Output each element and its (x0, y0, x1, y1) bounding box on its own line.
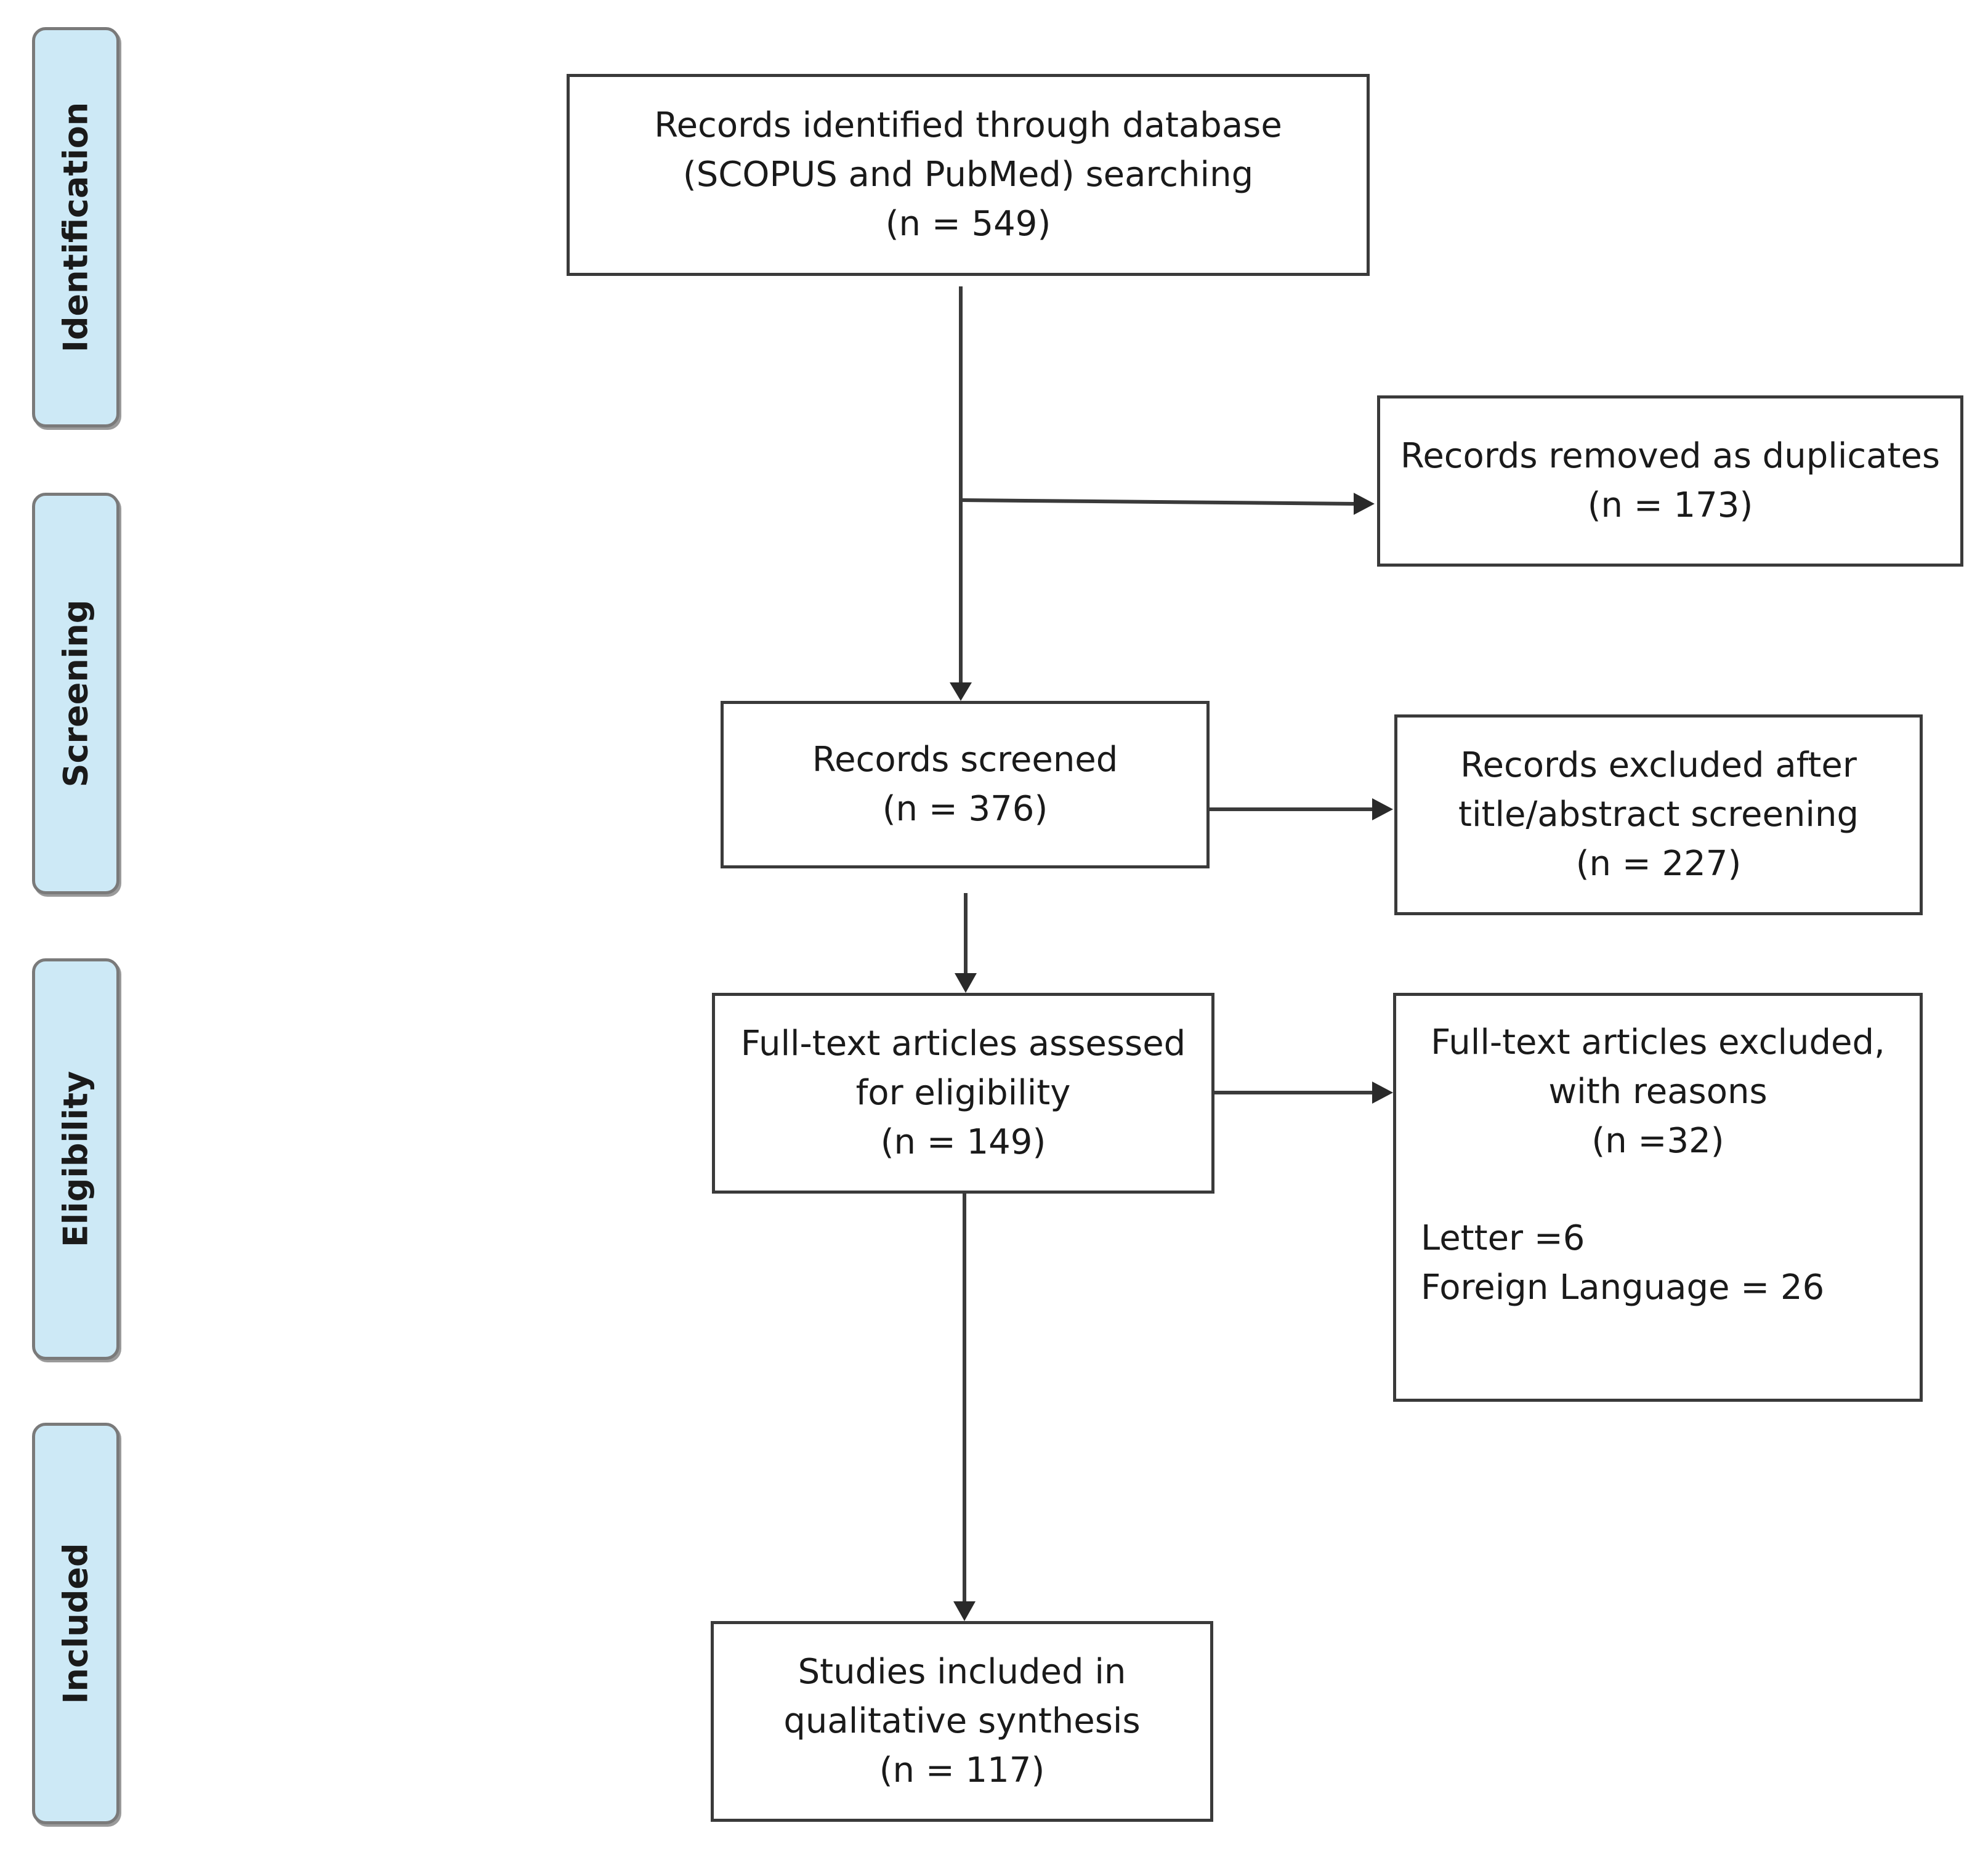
duplicates-count: (n = 173) (1587, 485, 1753, 525)
excluded-screening-count: (n = 227) (1575, 844, 1742, 884)
arrowhead-excluded-fulltext (1372, 1082, 1393, 1104)
arrowhead-included (953, 1601, 976, 1621)
included-line1: Studies included in (798, 1652, 1126, 1692)
screened-line1: Records screened (812, 740, 1118, 780)
box-excluded-screening: Records excluded after title/abstract sc… (1394, 714, 1923, 915)
included-line2: qualitative synthesis (783, 1701, 1141, 1741)
excluded-fulltext-count: (n =32) (1591, 1121, 1724, 1161)
excluded-fulltext-line1: Full-text articles excluded, (1431, 1022, 1885, 1062)
fulltext-line2: for eligibility (855, 1073, 1071, 1113)
fulltext-line1: Full-text articles assessed (740, 1024, 1186, 1064)
stage-identification: Identification (32, 27, 119, 427)
reason-letter: Letter =6 (1421, 1218, 1585, 1258)
arrowhead-excluded-screening (1372, 798, 1393, 820)
stage-included: Included (32, 1423, 119, 1824)
box-fulltext-assessed: Full-text articles assessed for eligibil… (712, 993, 1214, 1194)
excluded-fulltext-line2: with reasons (1548, 1072, 1768, 1112)
box-duplicates-removed: Records removed as duplicates (n = 173) (1377, 395, 1963, 567)
screened-count: (n = 376) (882, 789, 1048, 829)
box-studies-included: Studies included in qualitative synthesi… (711, 1621, 1213, 1822)
box-records-screened: Records screened (n = 376) (721, 701, 1210, 868)
stage-eligibility: Eligibility (32, 958, 119, 1360)
excluded-screening-line2: title/abstract screening (1458, 795, 1859, 835)
identified-line2: (SCOPUS and PubMed) searching (682, 155, 1254, 195)
box-fulltext-excluded: Full-text articles excluded, with reason… (1393, 993, 1923, 1402)
included-count: (n = 117) (879, 1750, 1045, 1790)
duplicates-line1: Records removed as duplicates (1400, 436, 1941, 476)
identified-count: (n = 549) (885, 204, 1051, 244)
exclusion-reasons: Letter =6 Foreign Language = 26 (1396, 1214, 1920, 1312)
arrowhead-screened (950, 682, 972, 701)
stage-screening: Screening (32, 493, 119, 894)
arrow-to-duplicates (960, 498, 1356, 506)
fulltext-count: (n = 149) (880, 1122, 1046, 1162)
arrowhead-duplicates (1354, 493, 1375, 515)
excluded-screening-line1: Records excluded after (1460, 745, 1857, 785)
arrowhead-fulltext (955, 973, 977, 993)
reason-foreign-language: Foreign Language = 26 (1421, 1268, 1825, 1308)
box-records-identified: Records identified through database (SCO… (567, 74, 1370, 276)
identified-line1: Records identified through database (654, 105, 1282, 145)
